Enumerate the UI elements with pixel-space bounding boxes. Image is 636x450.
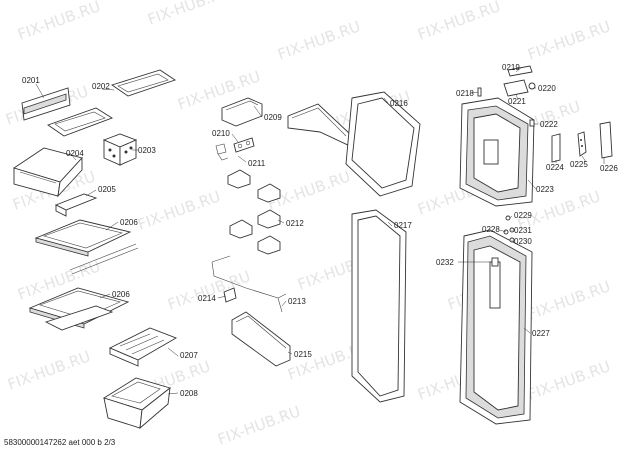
part-0227-fridge-door: [459, 229, 533, 425]
label-0203: 0203: [138, 146, 156, 155]
label-0211: 0211: [248, 159, 266, 168]
part-0213-wire-rack: [211, 255, 287, 313]
part-0202-ice-trays: [47, 69, 177, 137]
part-0222-pin: [529, 119, 535, 127]
part-0206-shelf-a: [34, 219, 139, 275]
label-0213: 0213: [288, 297, 306, 306]
part-0204-freezer-drawer: [12, 147, 83, 198]
watermark: FIX-HUB.RU: [215, 402, 303, 449]
watermark: FIX-HUB.RU: [525, 277, 613, 324]
watermark: FIX-HUB.RU: [15, 0, 103, 44]
label-0207: 0207: [180, 351, 198, 360]
label-0222: 0222: [540, 120, 558, 129]
part-0232-bracket: [491, 257, 499, 267]
label-0209: 0209: [264, 113, 282, 122]
label-0227: 0227: [532, 329, 550, 338]
part-0206-shelf-b: [28, 287, 130, 331]
watermark: FIX-HUB.RU: [145, 0, 233, 29]
label-0232: 0232: [436, 258, 454, 267]
label-0224: 0224: [546, 163, 564, 172]
part-0226-trim: [599, 121, 613, 159]
part-0219-hinge-cover: [507, 65, 533, 77]
part-0229-pin: [505, 215, 511, 221]
part-0223-freezer-door: [459, 97, 535, 207]
part-0217-fridge-gasket: [351, 209, 407, 403]
label-0217: 0217: [394, 221, 412, 230]
watermark: FIX-HUB.RU: [275, 17, 363, 64]
label-0220: 0220: [538, 84, 556, 93]
label-0216: 0216: [390, 99, 408, 108]
part-0218-screw: [477, 87, 482, 97]
label-0226: 0226: [600, 164, 618, 173]
part-0225-hinge: [577, 131, 587, 157]
label-0214: 0214: [198, 294, 216, 303]
part-0209-door-shelves: [221, 97, 351, 147]
label-0228: 0228: [482, 225, 500, 234]
label-0223: 0223: [536, 185, 554, 194]
part-0207-crisper-cover: [108, 327, 178, 367]
label-0215: 0215: [294, 350, 312, 359]
part-0211-clip: [215, 143, 229, 161]
part-0221-handle-cap: [503, 79, 529, 97]
part-0215-bottom-shelf: [231, 311, 291, 367]
label-0219: 0219: [502, 63, 520, 72]
watermark: FIX-HUB.RU: [415, 0, 503, 44]
part-0208-crisper-drawer: [102, 377, 171, 430]
label-0208: 0208: [180, 389, 198, 398]
leader-lines: [35, 66, 605, 395]
watermark: FIX-HUB.RU: [525, 17, 613, 64]
watermark: FIX-HUB.RU: [525, 357, 613, 404]
label-0206a: 0206: [120, 218, 138, 227]
part-0216-freezer-gasket: [345, 91, 421, 197]
part-labels: 0201 0202 0203 0204 0205 0206 0206 0207 …: [22, 63, 618, 398]
document-footer: 58300000147262 aet 000 b 2/3: [4, 438, 116, 447]
label-0218: 0218: [456, 89, 474, 98]
watermark: FIX-HUB.RU: [135, 187, 223, 234]
part-0214-clip: [223, 287, 237, 303]
label-0225: 0225: [570, 160, 588, 169]
watermark: FIX-HUB.RU: [165, 267, 253, 314]
part-0201-panel: [21, 87, 71, 121]
part-0203-ice-box: [102, 133, 138, 166]
label-0230: 0230: [514, 237, 532, 246]
label-0231: 0231: [514, 226, 532, 235]
label-0205: 0205: [98, 185, 116, 194]
part-0224-handle: [551, 133, 561, 163]
label-0210: 0210: [212, 129, 230, 138]
part-0210-egg-tray: [233, 137, 255, 153]
label-0204: 0204: [66, 149, 84, 158]
part-0205-clip: [54, 193, 98, 217]
label-0229: 0229: [514, 211, 532, 220]
label-0206b: 0206: [112, 290, 130, 299]
part-0212-bottle-holders: [227, 169, 281, 255]
part-0220-part: [528, 82, 536, 90]
label-0212: 0212: [286, 219, 304, 228]
label-0201: 0201: [22, 76, 40, 85]
watermark: FIX-HUB.RU: [5, 347, 93, 394]
label-0221: 0221: [508, 97, 526, 106]
label-0202: 0202: [92, 82, 110, 91]
